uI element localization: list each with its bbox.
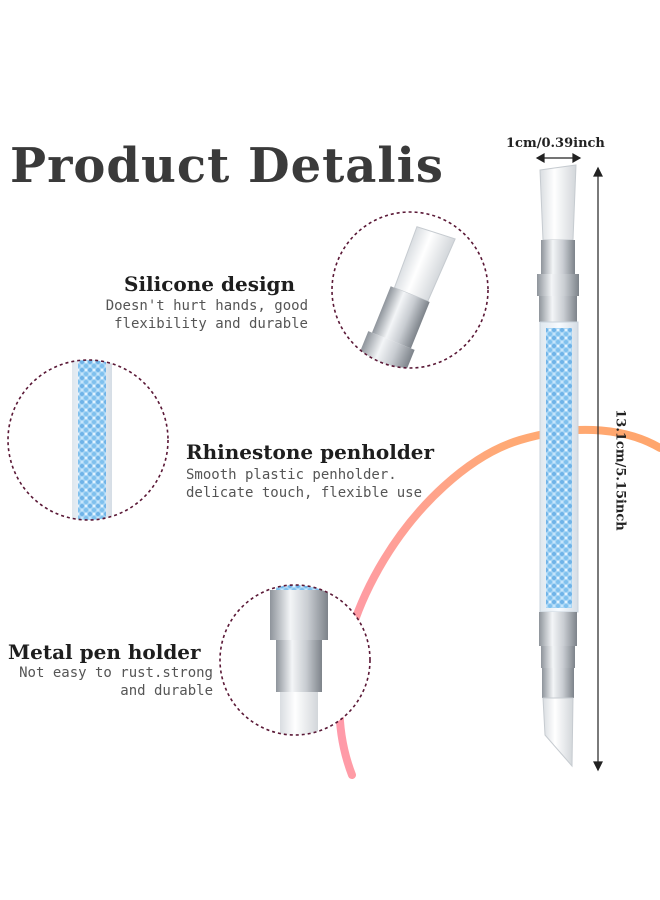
rhinestone-detail-circle [7, 359, 169, 521]
feature-desc-line: Not easy to rust.strong [19, 665, 213, 681]
feature-desc-silicone: Doesn't hurt hands, good flexibility and… [106, 297, 308, 333]
feature-title-silicone: Silicone design [124, 272, 296, 296]
feature-desc-line: Smooth plastic penholder. [186, 467, 397, 483]
length-dimension-label: 13.1cm/5.15inch [612, 409, 628, 531]
length-dimension-line [593, 166, 603, 772]
feature-desc-line: Doesn't hurt hands, good [105, 298, 308, 314]
width-dimension-label: 1cm/0.39inch [506, 136, 605, 151]
feature-desc-line: delicate touch, flexible use [186, 485, 423, 501]
feature-title-rhinestone: Rhinestone penholder [186, 440, 435, 464]
metal-holder-detail-circle [219, 584, 371, 736]
feature-desc-metal: Not easy to rust.strong and durable [19, 664, 213, 700]
nail-art-pen [537, 164, 579, 768]
feature-desc-line: flexibility and durable [114, 316, 308, 332]
width-dimension-line [535, 152, 582, 164]
feature-desc-line: and durable [120, 683, 213, 699]
silicone-detail-circle [331, 211, 489, 369]
feature-title-metal: Metal pen holder [8, 640, 201, 664]
page-title: Product Detalis [10, 138, 444, 194]
feature-desc-rhinestone: Smooth plastic penholder. delicate touch… [186, 466, 422, 502]
